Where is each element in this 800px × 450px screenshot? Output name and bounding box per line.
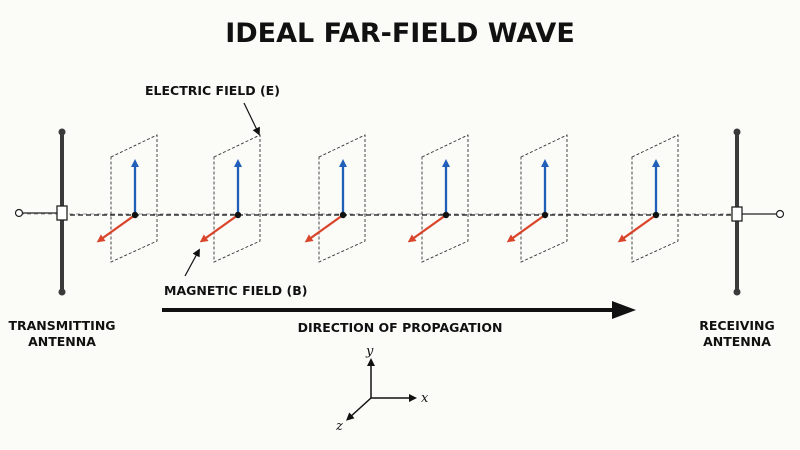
wavefront-plane: [110, 134, 158, 263]
magnetic-field-vector: [617, 214, 657, 243]
transmitting-antenna: [14, 128, 68, 296]
wavefront-plane: [213, 134, 261, 263]
wavefront-2: [199, 134, 261, 263]
wavefront-3: [304, 134, 366, 263]
wavefront-plane: [318, 134, 366, 263]
magnetic-field-vector: [407, 214, 447, 243]
wavefront-5: [506, 134, 568, 263]
receiver-caption-line1: RECEIVING: [699, 318, 775, 333]
transmitter-caption-line2: ANTENNA: [28, 334, 96, 349]
receiver-caption-line2: ANTENNA: [703, 334, 771, 349]
field-origin-dot: [442, 211, 450, 219]
z-axis-label: z: [335, 419, 343, 434]
electric-field-label: ELECTRIC FIELD (E): [145, 83, 280, 98]
wavefront-plane: [421, 134, 469, 263]
field-origin-dot: [339, 211, 347, 219]
y-axis-label: y: [365, 344, 374, 359]
wavefront-group: [96, 134, 679, 263]
field-origin-dot: [652, 211, 660, 219]
electric-field-pointer: [243, 102, 260, 136]
diagram-title: IDEAL FAR-FIELD WAVE: [225, 18, 575, 49]
wavefront-plane: [520, 134, 568, 263]
wavefront-6: [617, 134, 679, 263]
magnetic-field-vector: [199, 214, 239, 243]
propagation-arrowhead: [612, 301, 636, 319]
transmitter-caption-line1: TRANSMITTING: [8, 318, 115, 333]
magnetic-field-vector: [506, 214, 546, 243]
wavefront-plane: [631, 134, 679, 263]
field-origin-dot: [234, 211, 242, 219]
magnetic-field-label: MAGNETIC FIELD (B): [164, 283, 307, 298]
coordinate-axes: y x z: [335, 344, 429, 434]
field-origin-dot: [131, 211, 139, 219]
x-axis-label: x: [421, 391, 429, 406]
magnetic-field-vector: [304, 214, 344, 243]
magnetic-field-vector: [96, 214, 136, 243]
propagation-label: DIRECTION OF PROPAGATION: [298, 320, 503, 335]
receiving-antenna: [731, 128, 785, 296]
wavefront-4: [407, 134, 469, 263]
z-axis-arrow: [346, 397, 372, 421]
wavefront-1: [96, 134, 158, 263]
field-origin-dot: [541, 211, 549, 219]
magnetic-field-pointer: [184, 248, 200, 277]
